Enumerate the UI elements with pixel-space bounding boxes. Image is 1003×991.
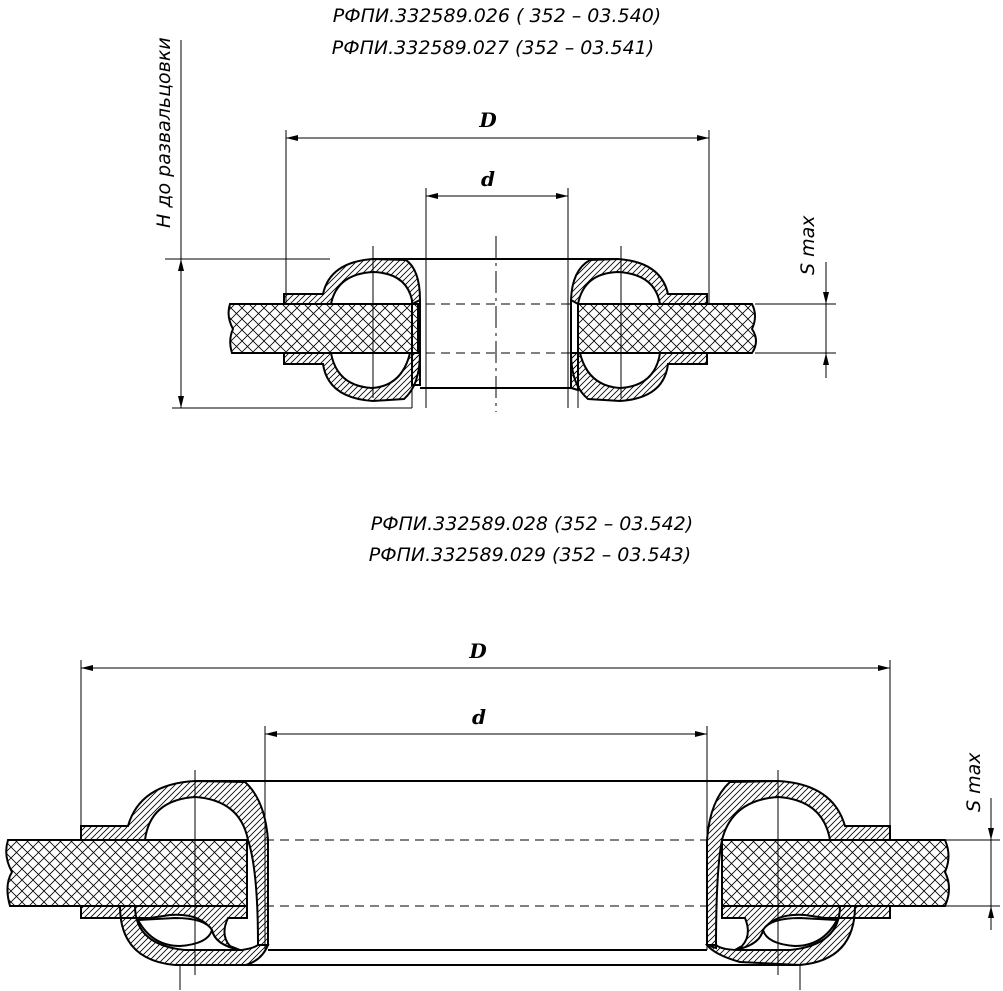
top-left-bead [283,257,422,403]
top-sheet-right [577,303,757,354]
bottom-center-lines [194,770,779,975]
top-bore-lines [373,258,618,408]
bottom-right-bead [704,779,891,967]
bottom-title-line2: РФПИ.332589.029 (352 – 03.543) [369,544,691,566]
bottom-title-line1: РФПИ.332589.028 (352 – 03.542) [371,513,693,535]
bottom-sheet-left [5,839,248,907]
top-center-lines [372,236,622,412]
bottom-dimension-S: S max [945,752,1000,930]
top-right-bead [569,257,708,403]
bottom-dim-S-label: S max [963,752,985,812]
top-dimension-H: H до развальцовки [153,37,412,409]
bottom-bore-lines [179,780,801,990]
top-dimension-D: D [285,108,710,305]
top-sheet-left [227,303,419,354]
bottom-dimension-D: D [80,639,891,830]
top-dimension-d: d [425,167,569,262]
top-dim-H-label: H до развальцовки [153,37,175,228]
top-dim-d-label: d [481,167,495,191]
bottom-view: РФПИ.332589.028 (352 – 03.542) РФПИ.3325… [5,513,1000,990]
top-title-line1: РФПИ.332589.026 ( 352 – 03.540) [333,5,661,27]
top-dimension-S: S max [755,215,836,378]
top-dim-D-label: D [478,108,497,132]
top-dim-S-label: S max [797,215,819,275]
top-view: РФПИ.332589.026 ( 352 – 03.540) РФПИ.332… [153,5,836,412]
bottom-dimension-d: d [264,705,708,950]
bottom-sheet-right [721,839,950,907]
bottom-left-bead [80,779,270,966]
bottom-dim-D-label: D [468,639,487,663]
bottom-dim-d-label: d [472,705,486,729]
top-title-line2: РФПИ.332589.027 (352 – 03.541) [332,37,654,59]
